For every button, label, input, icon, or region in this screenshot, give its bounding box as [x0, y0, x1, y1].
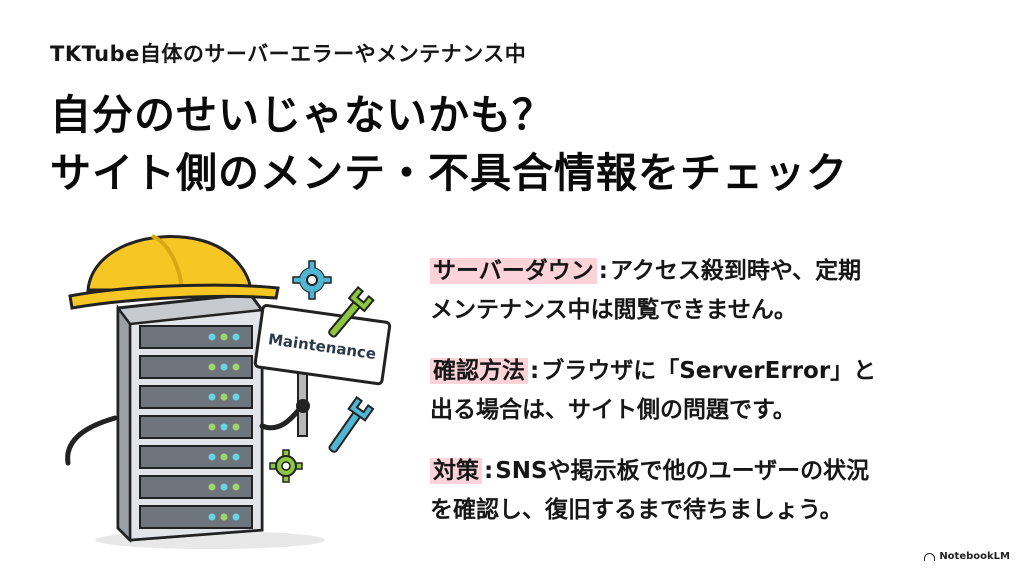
server-led: [220, 483, 228, 491]
point-line-2: メンテナンス中は閲覧できません。: [430, 297, 797, 323]
server-led: [232, 393, 240, 401]
server-led: [232, 453, 240, 461]
point-separator: :: [530, 358, 540, 384]
info-points: サーバーダウン:アクセス殺到時や、定期 メンテナンス中は閲覧できません。 確認方…: [430, 252, 990, 552]
server-led: [232, 483, 240, 491]
point-separator: :: [598, 258, 608, 284]
server-slot: [139, 475, 253, 499]
headline-line-2: サイト側のメンテ・不具合情報をチェック: [50, 149, 848, 197]
server-maintenance-illustration: Maintenance: [65, 234, 392, 549]
server-slot: [139, 325, 253, 349]
server-slot: [139, 415, 253, 439]
server-led: [220, 363, 228, 371]
server-right-arm: [259, 403, 305, 431]
point-line-2: 出る場合は、サイト側の問題です。: [430, 397, 796, 423]
server-led: [208, 393, 216, 401]
maintenance-sign-icon: Maintenance: [253, 304, 392, 386]
point-countermeasure: 対策:SNSや掲示板で他のユーザーの状況 を確認し、復旧するまで待ちましょう。: [430, 452, 990, 530]
server-led: [220, 453, 228, 461]
server-led: [232, 363, 240, 371]
server-led: [208, 483, 216, 491]
server-led: [208, 363, 216, 371]
point-keyword: 確認方法: [430, 358, 528, 384]
server-led: [220, 423, 228, 431]
server-slot: [139, 355, 253, 379]
server-slot: [139, 445, 253, 469]
wrench-icon: [328, 285, 375, 338]
server-led: [208, 513, 216, 521]
server-led: [232, 423, 240, 431]
point-line-1: サーバーダウン:アクセス殺到時や、定期: [430, 252, 990, 291]
slide-headline: 自分のせいじゃないかも？ サイト側のメンテ・不具合情報をチェック: [50, 86, 848, 202]
point-separator: :: [484, 458, 494, 484]
notebooklm-logo-icon: [924, 552, 936, 561]
point-keyword: 対策: [430, 458, 482, 484]
server-led: [220, 333, 228, 341]
point-text: ブラウザに「ServerError」と: [541, 358, 877, 384]
server-led: [208, 453, 216, 461]
gear-icon-small: [269, 449, 303, 483]
gear-icon: [292, 260, 332, 300]
point-text: アクセス殺到時や、定期: [609, 258, 862, 284]
headline-line-1: 自分のせいじゃないかも？: [50, 91, 554, 139]
server-left-arm: [65, 415, 118, 466]
point-line-1: 対策:SNSや掲示板で他のユーザーの状況: [430, 452, 990, 491]
point-line-2: を確認し、復旧するまで待ちましょう。: [430, 497, 843, 523]
point-line-1: 確認方法:ブラウザに「ServerError」と: [430, 352, 990, 391]
server-led: [220, 513, 228, 521]
slide-subtitle: TKTube自体のサーバーエラーやメンテナンス中: [50, 42, 527, 66]
point-keyword: サーバーダウン: [430, 258, 597, 284]
brand-label: NotebookLM: [939, 551, 1010, 562]
wrench-icon-blue: [328, 396, 375, 453]
server-led: [208, 423, 216, 431]
server-slots: [139, 325, 253, 529]
notebooklm-brand: NotebookLM: [924, 551, 1010, 562]
server-slot: [139, 385, 253, 409]
server-hand: [296, 399, 310, 413]
hard-hat-icon: [68, 234, 280, 310]
point-how-to-check: 確認方法:ブラウザに「ServerError」と 出る場合は、サイト側の問題です…: [430, 352, 990, 430]
point-server-down: サーバーダウン:アクセス殺到時や、定期 メンテナンス中は閲覧できません。: [430, 252, 990, 330]
server-led: [232, 513, 240, 521]
point-text: SNSや掲示板で他のユーザーの状況: [495, 458, 870, 484]
server-led: [232, 333, 240, 341]
server-led: [208, 333, 216, 341]
server-led: [220, 393, 228, 401]
server-slot: [139, 505, 253, 529]
